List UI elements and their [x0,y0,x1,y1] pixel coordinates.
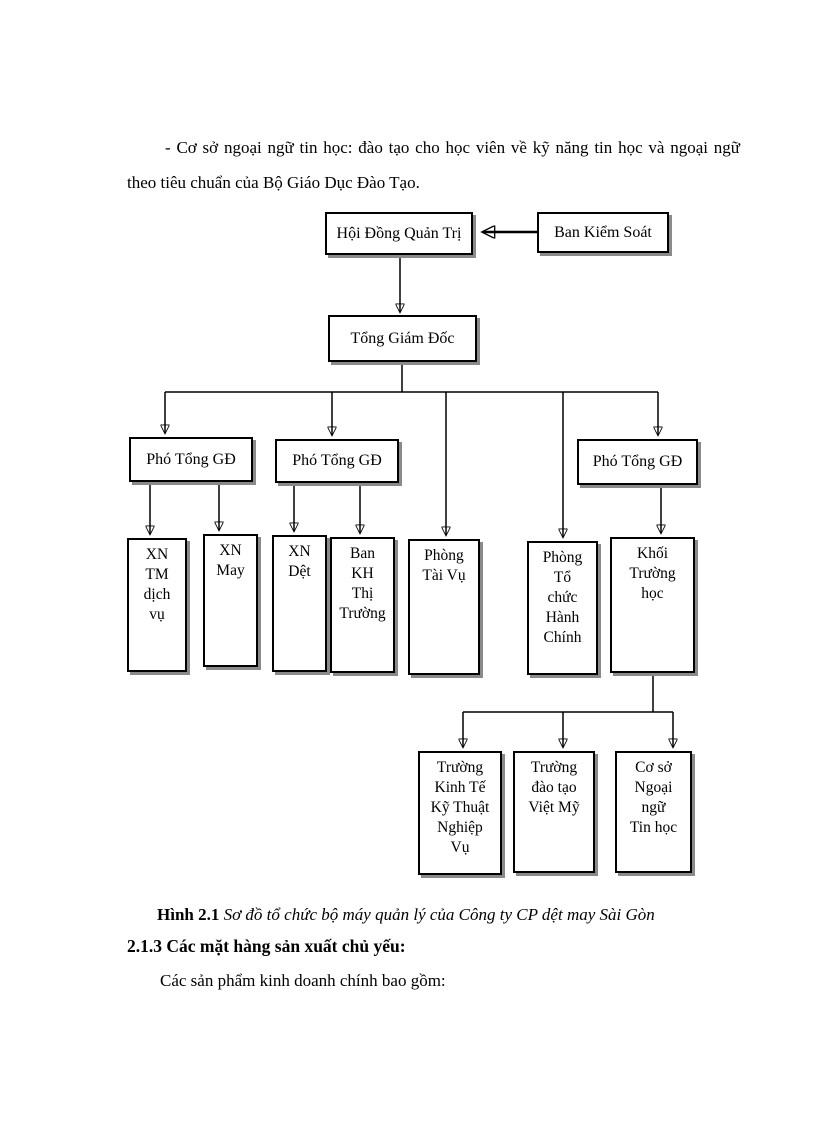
org-node-pho-tong-gd-2: Phó Tổng GĐ [275,439,399,483]
org-node-truong-kinh-te-ky-thuat-nghiep-vu: Trường Kinh Tế Kỹ Thuật Nghiệp Vụ [418,751,502,875]
org-node-ban-kh-thi-truong: Ban KH Thị Trường [330,537,395,673]
org-node-xn-may: XN May [203,534,258,667]
org-node-pho-tong-gd-3: Phó Tổng GĐ [577,439,698,485]
org-node-hoi-dong-quan-tri: Hội Đồng Quản Trị [325,212,473,255]
figure-caption-text: Sơ đồ tổ chức bộ máy quản lý của Công ty… [219,905,655,924]
section-heading: 2.1.3 Các mặt hàng sản xuất chủ yếu: [127,936,406,956]
org-node-phong-tai-vu: Phòng Tài Vụ [408,539,480,675]
org-node-pho-tong-gd-1: Phó Tổng GĐ [129,437,253,482]
figure-caption-label: Hình 2.1 [157,905,220,924]
org-node-co-so-ngoai-ngu-tin-hoc: Cơ sở Ngoại ngữ Tin học [615,751,692,873]
intro-paragraph: - Cơ sở ngoại ngữ tin học: đào tạo cho h… [127,138,740,192]
figure-caption: Hình 2.1 Sơ đồ tổ chức bộ máy quản lý củ… [157,903,655,926]
closing-paragraph: Các sản phẩm kinh doanh chính bao gồm: [160,971,446,990]
org-node-truong-dao-tao-viet-my: Trường đào tạo Việt Mỹ [513,751,595,873]
org-node-phong-to-chuc-hanh-chinh: Phòng Tổ chức Hành Chính [527,541,598,675]
org-node-xn-det: XN Dệt [272,535,327,672]
org-node-tong-giam-doc: Tổng Giám Đốc [328,315,477,362]
org-node-xn-tm-dich-vu: XN TM dịch vụ [127,538,187,672]
org-node-ban-kiem-soat: Ban Kiểm Soát [537,212,669,253]
org-node-khoi-truong-hoc: Khối Trường học [610,537,695,673]
